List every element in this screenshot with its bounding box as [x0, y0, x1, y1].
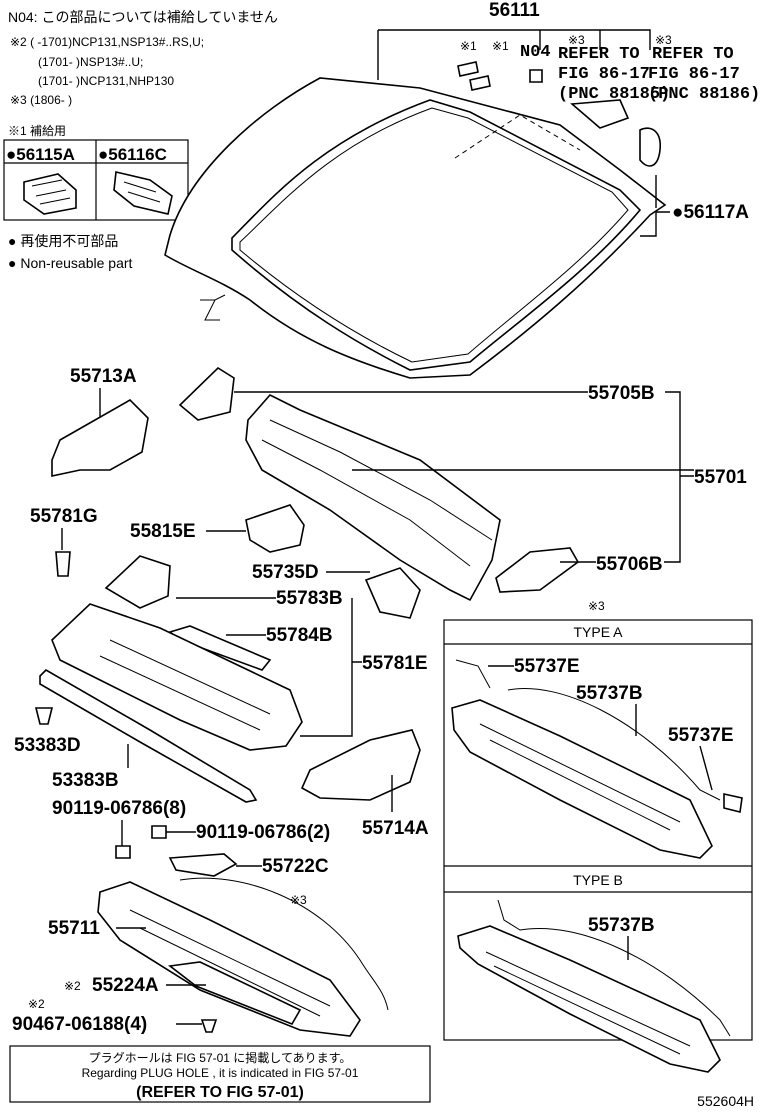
part-55713a-drawing — [51, 399, 149, 477]
supply-title: ※1 補給用 — [8, 124, 66, 138]
type-a-label-55737e-1: 55737E — [514, 656, 580, 677]
windshield-glass-56111 — [164, 77, 667, 379]
louver-cowl-55781e — [51, 603, 303, 751]
note-ref2-line2: (1701- )NSP13#..U; — [38, 55, 143, 69]
label-56117a: ●56117A — [672, 202, 749, 223]
label-55706b: 55706B — [596, 554, 663, 575]
label-55781g: 55781G — [30, 506, 98, 527]
ref-b-line1: REFER TO — [652, 45, 734, 64]
label-55735d: 55735D — [252, 562, 319, 583]
clip-56115a-drawing — [23, 173, 77, 215]
label-53383d: 53383D — [14, 735, 81, 756]
label-55722c: 55722C — [262, 856, 329, 877]
seal-55224a — [167, 961, 302, 1025]
type-a-drawing — [451, 659, 743, 859]
mark-1b: ※1 — [492, 39, 509, 53]
ref-a-line2: FIG 86-17 — [558, 65, 650, 84]
type-a-label-55737b: 55737B — [576, 683, 643, 704]
part-55714a-drawing — [300, 729, 421, 801]
bracket-55722c — [168, 853, 238, 877]
type-b-heading: TYPE B — [573, 872, 623, 888]
legend-nonreusable-en: ● Non-reusable part — [8, 255, 133, 271]
label-55705b: 55705B — [588, 383, 655, 404]
footer-box — [9, 1045, 431, 1103]
part-55706b-drawing — [495, 547, 580, 593]
cowl-top-55701 — [245, 394, 501, 602]
note-ref2-line3: (1701- )NCP131,NHP130 — [38, 74, 174, 88]
mark-3b: ※3 — [655, 33, 672, 47]
bracket-upper-left — [178, 366, 235, 421]
type-b-label-55737b: 55737B — [588, 915, 655, 936]
footer-line-en: Regarding PLUG HOLE , it is indicated in… — [82, 1066, 359, 1080]
label-53383b: 53383B — [52, 770, 119, 791]
cowl-lower-55711 — [97, 881, 361, 1037]
ref-a-line3: (PNC 88185) — [558, 85, 670, 104]
label-90119-2: 90119-06786(2) — [196, 822, 330, 843]
label-55815e: 55815E — [130, 521, 196, 542]
footer-line-ref: (REFER TO FIG 57-01) — [136, 1084, 304, 1101]
ref-b-line2: FIG 86-17 — [648, 65, 740, 84]
supply-part-56116c: ●56116C — [98, 145, 167, 164]
label-90119-8: 90119-06786(8) — [52, 798, 186, 819]
legend-nonreusable-jp: ● 再使用不可部品 — [8, 233, 118, 249]
ref-b-line3: (PNC 88186) — [648, 85, 760, 104]
type-box — [443, 619, 753, 1041]
note-n04: N04: この部品については補給していません — [8, 9, 278, 25]
mark-1a: ※1 — [460, 39, 477, 53]
label-55781e: 55781E — [362, 653, 428, 674]
mark-2b: ※2 — [28, 997, 45, 1011]
label-55784b: 55784B — [266, 625, 333, 646]
tag-n04: N04 — [520, 43, 551, 62]
mark-3-box: ※3 — [588, 599, 605, 613]
supply-part-56115a: ●56115A — [6, 145, 75, 164]
type-a-label-55737e-2: 55737E — [668, 725, 734, 746]
note-ref2-line1: ※2 ( -1701)NCP131,NSP13#..RS,U; — [10, 35, 204, 49]
label-55701: 55701 — [694, 467, 747, 488]
clip-55781g — [55, 551, 71, 577]
part-55735d-drawing — [364, 567, 421, 619]
footer-line-jp: プラグホールは FIG 57-01 に掲載してあります。 — [89, 1050, 352, 1065]
part-55815e-drawing — [245, 504, 305, 553]
label-90467: 90467-06188(4) — [12, 1014, 147, 1035]
type-a-heading: TYPE A — [573, 624, 623, 640]
mark-2a: ※2 — [64, 979, 81, 993]
label-56111: 56111 — [489, 0, 540, 21]
label-55714a: 55714A — [362, 818, 429, 839]
clip-53383d — [34, 707, 54, 725]
label-55711: 55711 — [48, 918, 100, 939]
type-b-drawing — [457, 899, 731, 1073]
note-ref3: ※3 (1806- ) — [10, 93, 72, 107]
clip-56116c-drawing — [113, 171, 173, 215]
diagram-code: 552604H — [697, 1093, 754, 1109]
weatherstrip-53383b — [39, 669, 258, 803]
label-55713a: 55713A — [70, 366, 137, 387]
mark-3c: ※3 — [290, 893, 307, 907]
label-55224a: 55224A — [92, 975, 159, 996]
label-55783b: 55783B — [276, 588, 343, 609]
mark-3a: ※3 — [568, 33, 585, 47]
ref-a-line1: REFER TO — [558, 45, 640, 64]
bracket-55783b — [104, 555, 171, 609]
